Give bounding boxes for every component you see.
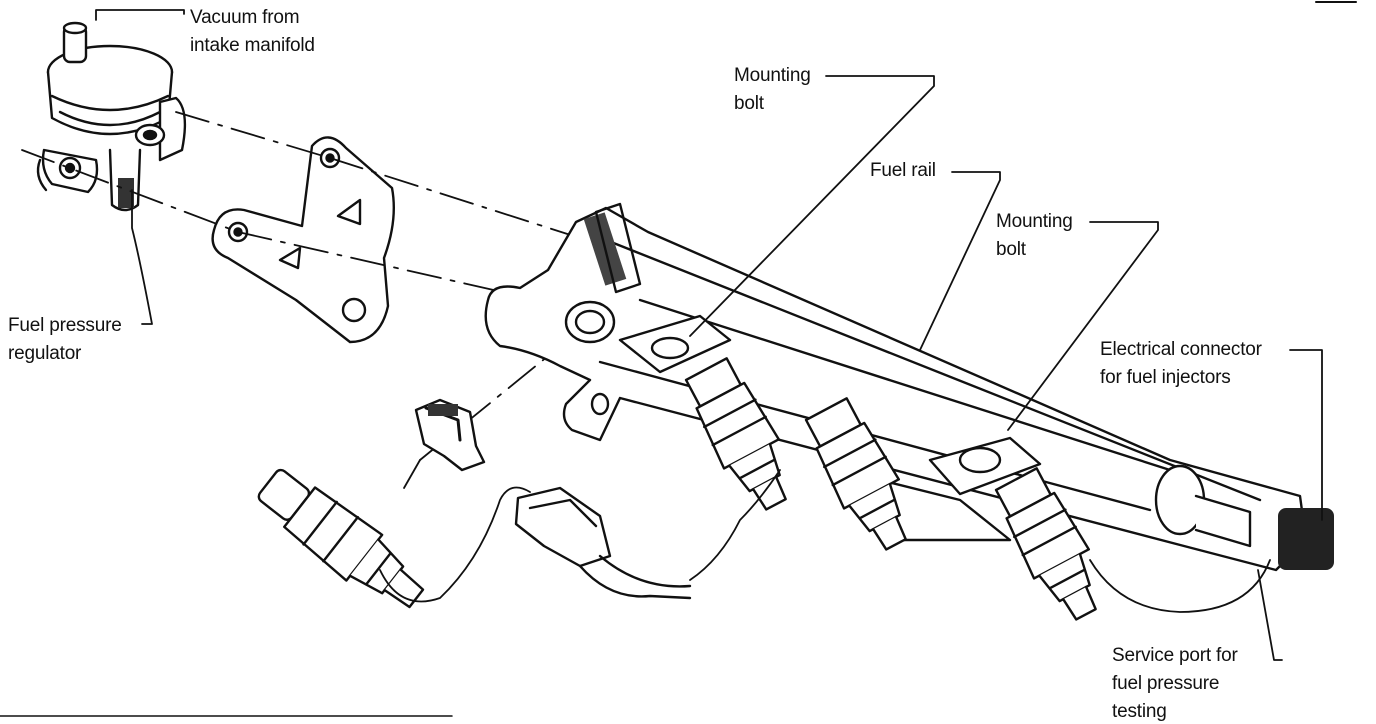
mounting-bolt-label-1: Mounting bolt [734,62,811,118]
wiring-harness [379,469,1271,613]
mounting-bolt-1-line1: Mounting [734,65,811,86]
service-port-line1: Service port for [1112,645,1238,666]
vacuum-label-line1: Vacuum from [190,7,300,28]
vacuum-label: Vacuum from intake manifold [190,4,315,60]
regulator-label-line2: regulator [8,343,82,364]
electrical-connector-label: Electrical connector for fuel injectors [1100,336,1262,392]
regulator-label-line1: Fuel pressure [8,315,122,336]
service-port-line2: fuel pressure [1112,673,1220,694]
fuel-rail-part [484,202,1334,572]
service-port-label: Service port for fuel pressure testing [1112,642,1238,724]
retaining-clip [414,398,486,472]
mounting-bolt-2-line1: Mounting [996,211,1073,232]
leader-lines [95,9,1323,661]
regulator-label: Fuel pressure regulator [8,312,122,368]
injector-connector [514,486,692,600]
service-port-line3: testing [1112,701,1167,722]
bracket-part [211,136,395,344]
electrical-connector-line2: for fuel injectors [1100,367,1231,388]
electrical-connector-line1: Electrical connector [1100,339,1262,360]
fuel-rail-label: Fuel rail [870,157,936,185]
fuel-pressure-regulator-part [36,21,187,212]
loose-injector [257,468,425,609]
mounting-bolt-2-line2: bolt [996,239,1026,260]
installed-injectors [684,357,1097,621]
vacuum-label-line2: intake manifold [190,35,315,56]
fuel-rail-line1: Fuel rail [870,160,936,181]
mounting-bolt-1-line2: bolt [734,93,764,114]
mounting-bolt-label-2: Mounting bolt [996,208,1073,264]
